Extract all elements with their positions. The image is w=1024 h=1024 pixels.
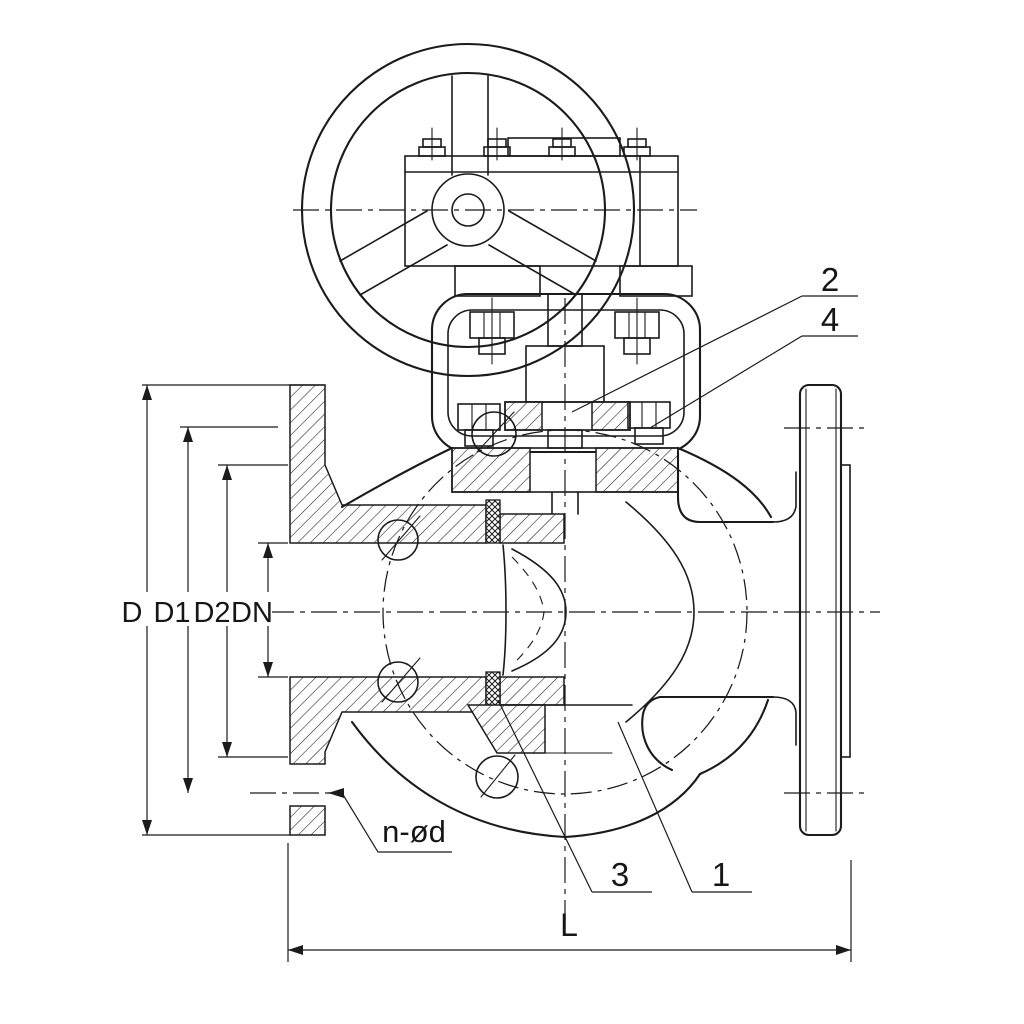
body-bottom-outline [350, 720, 702, 839]
bonnet-section-left [451, 447, 531, 493]
bolt-spec-leader [328, 792, 452, 853]
outlet-neck-bottom-boss [641, 695, 674, 772]
right-flange-raised-face [840, 464, 851, 758]
callout-2-label: 2 [821, 261, 839, 298]
handwheel-spokes [339, 75, 597, 296]
handwheel-shaft-bore [451, 193, 485, 227]
ball-pitch-circle [382, 429, 748, 795]
stem-to-ball [551, 491, 579, 515]
callout-3-leader [497, 699, 652, 893]
input-shaft-housing [454, 265, 541, 297]
dimension-annotations: D D1 D2 DN L n-ød [116, 384, 852, 962]
ball-hidden-arc [511, 556, 545, 666]
seat-ring-upper [485, 499, 501, 544]
handwheel-rim-inner [329, 71, 607, 349]
dim-line-l [287, 843, 852, 962]
gearbox-cover-bolts [418, 127, 651, 161]
dim-label-d1: D1 [153, 597, 190, 629]
left-flange-lower-section [289, 676, 487, 765]
body-sphere-upper-right [676, 446, 773, 519]
gearbox-mount-plate [619, 265, 693, 297]
callout-3-label: 3 [611, 856, 629, 893]
right-flange-chamfer-lines [805, 388, 837, 832]
detail-mark-circles [377, 411, 519, 799]
body-wall-lower [499, 676, 565, 706]
bracket-bolt-right [614, 297, 660, 365]
body-wall-upper [499, 513, 565, 544]
bonnet-section-right [595, 447, 679, 493]
left-flange-bolt-hole-lip [289, 805, 326, 836]
callout-1-label: 1 [712, 856, 730, 893]
handwheel [300, 42, 636, 378]
gland-flange-right [591, 401, 631, 431]
body-sphere-lower-right [698, 698, 770, 776]
callout-4-label: 4 [821, 301, 839, 338]
extension-lines [142, 384, 325, 836]
right-flange [798, 383, 851, 837]
handwheel-hub [431, 173, 505, 247]
valve-body-right [625, 446, 797, 776]
bonnet-bolt-right [627, 401, 671, 445]
bracket-bolt-left [469, 297, 515, 365]
bonnet-bolt-left [457, 403, 501, 447]
left-flange-upper-section [289, 384, 487, 544]
dim-label-d: D [122, 597, 143, 629]
dim-label-l: L [560, 907, 578, 943]
bolt-hole-spec: n-ød [328, 792, 452, 853]
callout-4-leader [649, 335, 858, 429]
dim-label-dn: DN [231, 597, 273, 629]
body-bottom-boss-section [466, 704, 546, 754]
dim-label-d2: D2 [193, 597, 230, 629]
part-callouts: 2 4 3 1 [497, 261, 858, 893]
handwheel-rim-outer [300, 42, 636, 378]
ball-silhouette-right [625, 501, 695, 723]
bolt-spec-label: n-ød [382, 814, 446, 849]
gearbox [404, 127, 693, 297]
callout-2-leader [571, 295, 858, 413]
outlet-neck-bottom-flange-fillet [772, 696, 797, 746]
bracket-inner [447, 309, 685, 437]
outlet-neck-top-flange-fillet [772, 471, 797, 523]
dimension-arrowheads [142, 385, 851, 955]
ball-port-edge [502, 544, 507, 676]
valve-body-section [289, 384, 748, 839]
callout-1-leader [617, 721, 752, 893]
body-dome-left [340, 446, 454, 509]
ball-surface-arc [511, 548, 567, 672]
centerlines [250, 209, 880, 934]
outlet-neck-top [676, 450, 775, 524]
